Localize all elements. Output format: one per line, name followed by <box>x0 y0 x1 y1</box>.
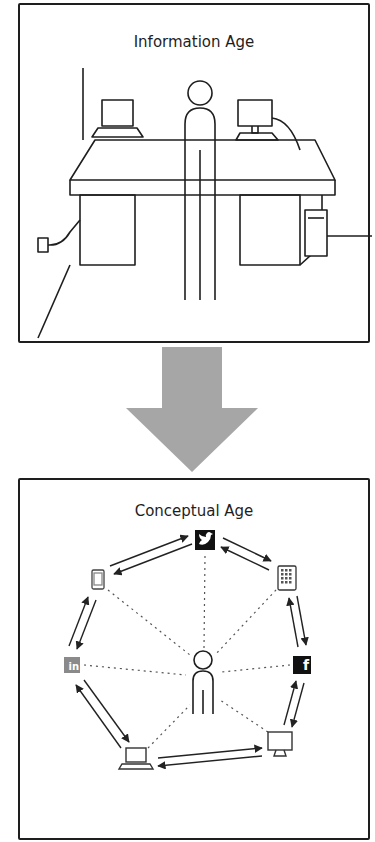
cycle-arrows <box>69 536 306 766</box>
panel-title: Conceptual Age <box>20 502 368 520</box>
monitor-stand <box>252 126 258 133</box>
wall-socket <box>38 238 48 252</box>
linkedin-logo-text: in <box>64 657 80 673</box>
person <box>193 651 213 714</box>
computer-tower <box>305 210 327 256</box>
laptop-screen <box>102 100 133 126</box>
monitor-cable <box>272 118 300 150</box>
facebook-icon <box>293 656 311 674</box>
desk-pedestal <box>240 195 300 265</box>
office-scene <box>38 68 372 338</box>
connection-dots <box>84 556 290 748</box>
transition-arrow <box>126 347 258 472</box>
desk-side <box>300 195 322 265</box>
phone-icon <box>92 570 104 589</box>
desk-top <box>70 140 335 180</box>
desk-pedestal <box>80 195 135 265</box>
laptop-base <box>92 128 143 137</box>
floor-line <box>38 265 70 338</box>
desk-edge <box>70 180 335 195</box>
panel-title: Information Age <box>20 33 368 51</box>
facebook-logo-text: f <box>293 656 311 674</box>
person-head <box>188 81 212 105</box>
linkedin-icon <box>64 657 80 673</box>
antenna <box>82 68 84 140</box>
person-legs <box>199 150 201 300</box>
network-cable <box>327 235 372 237</box>
monitor-icon <box>268 732 292 756</box>
person-body <box>185 108 215 300</box>
laptop-icon <box>119 748 153 769</box>
keyboard <box>236 133 278 140</box>
tablet-icon <box>278 566 296 590</box>
monitor-screen <box>238 100 272 126</box>
age-panel: Information Age <box>18 3 370 343</box>
twitter-icon <box>195 530 215 550</box>
power-cable <box>48 220 80 245</box>
tower-drive <box>308 217 324 219</box>
age-panel: Conceptual Age <box>18 478 370 840</box>
